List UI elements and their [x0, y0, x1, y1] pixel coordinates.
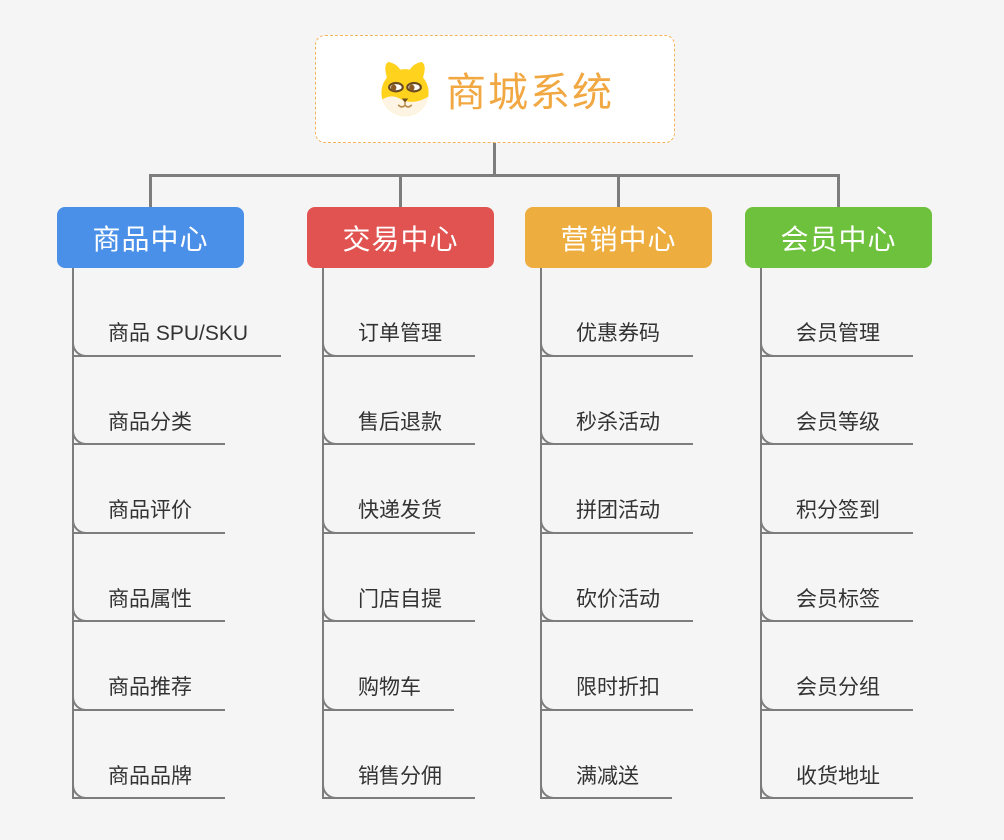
leaf-node[interactable]: 砍价活动 [540, 587, 693, 623]
leaf-node[interactable]: 满减送 [540, 764, 672, 800]
connector-drop-product [149, 174, 152, 208]
connector-drop-trade [399, 174, 402, 208]
leaf-node[interactable]: 拼团活动 [540, 498, 693, 534]
leaf-node[interactable]: 会员等级 [760, 410, 913, 446]
connector-root-stub [493, 143, 496, 176]
leaf-node[interactable]: 购物车 [322, 675, 454, 711]
leaf-node[interactable]: 商品分类 [72, 410, 225, 446]
branch-children: 优惠券码 秒杀活动 拼团活动 砍价活动 限时折扣 满减送 [525, 268, 765, 800]
leaf-node[interactable]: 商品 SPU/SKU [72, 321, 282, 357]
branch-member-center: 会员中心 会员管理 会员等级 积分签到 会员标签 会员分组 收货地址 [745, 207, 985, 800]
leaf-node[interactable]: 限时折扣 [540, 675, 693, 711]
connector-rail [149, 174, 840, 177]
leaf-node[interactable]: 收货地址 [760, 764, 913, 800]
branch-vline [322, 268, 324, 799]
leaf-node[interactable]: 销售分佣 [322, 764, 475, 800]
leaf-node[interactable]: 商品评价 [72, 498, 225, 534]
leaf-node[interactable]: 商品推荐 [72, 675, 225, 711]
branch-product-center: 商品中心 商品 SPU/SKU 商品分类 商品评价 商品属性 商品推荐 商品品牌 [57, 207, 297, 800]
leaf-node[interactable]: 积分签到 [760, 498, 913, 534]
leaf-node[interactable]: 商品属性 [72, 587, 225, 623]
branch-marketing-center: 营销中心 优惠券码 秒杀活动 拼团活动 砍价活动 限时折扣 满减送 [525, 207, 765, 800]
connector-drop-marketing [617, 174, 620, 208]
leaf-node[interactable]: 优惠券码 [540, 321, 693, 357]
leaf-node[interactable]: 售后退款 [322, 410, 475, 446]
leaf-node[interactable]: 快递发货 [322, 498, 475, 534]
leaf-node[interactable]: 秒杀活动 [540, 410, 693, 446]
connector-drop-member [837, 174, 840, 208]
branch-header-member-center[interactable]: 会员中心 [745, 207, 932, 268]
branch-header-trade-center[interactable]: 交易中心 [307, 207, 494, 268]
branch-vline [760, 268, 762, 799]
dog-face-icon [381, 61, 429, 117]
branch-header-marketing-center[interactable]: 营销中心 [525, 207, 712, 268]
leaf-node[interactable]: 门店自提 [322, 587, 475, 623]
root-node-mall-system[interactable]: 商城系统 [315, 35, 675, 143]
branch-header-product-center[interactable]: 商品中心 [57, 207, 244, 268]
leaf-node[interactable]: 会员管理 [760, 321, 913, 357]
root-title: 商城系统 [446, 71, 614, 115]
leaf-node[interactable]: 商品品牌 [72, 764, 225, 800]
branch-children: 商品 SPU/SKU 商品分类 商品评价 商品属性 商品推荐 商品品牌 [57, 268, 297, 800]
branch-children: 会员管理 会员等级 积分签到 会员标签 会员分组 收货地址 [745, 268, 985, 800]
leaf-node[interactable]: 会员标签 [760, 587, 913, 623]
branch-vline [540, 268, 542, 799]
leaf-node[interactable]: 订单管理 [322, 321, 475, 357]
branch-trade-center: 交易中心 订单管理 售后退款 快递发货 门店自提 购物车 销售分佣 [307, 207, 547, 800]
leaf-node[interactable]: 会员分组 [760, 675, 913, 711]
branch-children: 订单管理 售后退款 快递发货 门店自提 购物车 销售分佣 [307, 268, 547, 800]
branch-vline [72, 268, 74, 799]
